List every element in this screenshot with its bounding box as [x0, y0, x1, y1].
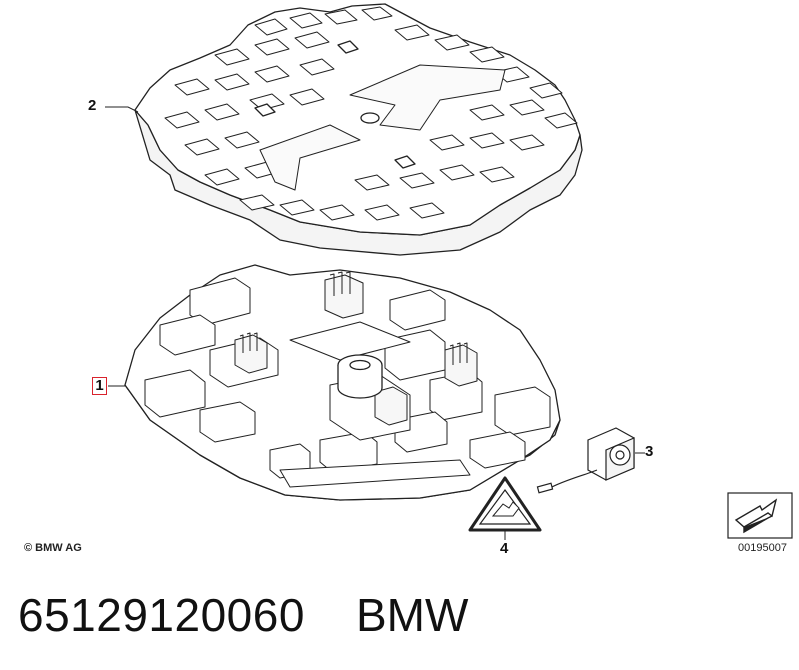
parts-diagram [105, 3, 793, 540]
foam-insert-tray [124, 264, 561, 501]
part-number: 65129120060 [18, 589, 305, 641]
callout-1: 1 [92, 377, 107, 395]
callout-2: 2 [88, 97, 97, 114]
copyright-text: © BMW AG [24, 542, 82, 554]
fan-unit [536, 427, 635, 494]
leader-lines [105, 106, 645, 540]
callout-4: 4 [500, 540, 509, 557]
navigation-arrow-icon [727, 492, 793, 539]
diagram-number: 00195007 [738, 542, 787, 554]
floor-cover-panel [134, 3, 583, 256]
brand-name: BMW [356, 589, 469, 641]
callout-3: 3 [645, 443, 654, 460]
warning-triangle-icon [468, 476, 542, 532]
